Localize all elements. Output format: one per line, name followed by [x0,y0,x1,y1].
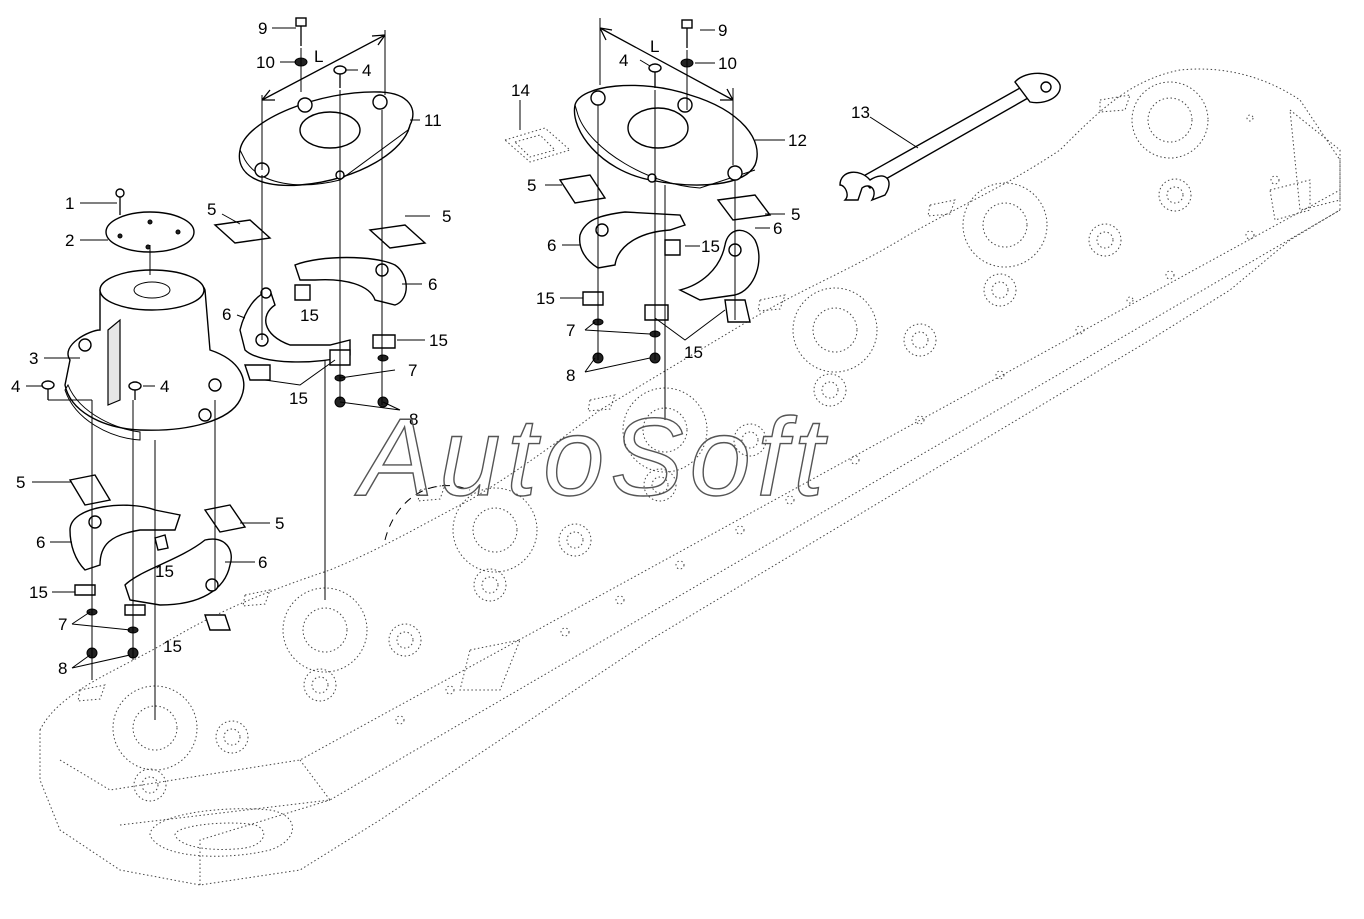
callout-15-extra: 15 [684,343,703,362]
callout-8: 8 [58,659,67,678]
screw-4-right [648,63,662,88]
callout-10: 10 [718,54,737,73]
callout-9: 9 [258,19,267,38]
callout-15: 15 [155,562,174,581]
callout-10: 10 [256,53,275,72]
callout-4: 4 [11,377,20,396]
callout-12: 12 [788,131,807,150]
callout-13: 13 [851,103,870,122]
screw-4-middle [333,65,347,88]
callout-5: 5 [527,176,536,195]
callout-1: 1 [65,194,74,213]
blade-5-right-a [558,174,607,204]
middle-disc-assembly [213,17,427,600]
right-disc-assembly [558,18,772,420]
callout-4: 4 [619,51,628,70]
screw-1 [115,188,125,215]
label-14 [503,127,572,163]
orientation-mark: L [314,47,323,66]
cutter-bar-bolts [395,114,1280,725]
callout-5: 5 [207,200,216,219]
callout-2: 2 [65,231,74,250]
blade-5-left-b [203,504,247,533]
blade-holder-6-left-b [124,538,232,606]
callout-4: 4 [160,377,169,396]
blade-5-middle-b [368,224,427,249]
watermark-text: AutoSoft [354,396,830,519]
callout-5: 5 [16,473,25,492]
blade-holder-6-middle-a [239,289,351,363]
tool-13-wrench [839,72,1061,202]
callout-5: 5 [791,205,800,224]
bolt-9-right [681,19,693,48]
callout-6: 6 [222,305,231,324]
cutter-bar-gear-hubs [112,81,1209,802]
callout-7: 7 [408,361,417,380]
blade-holder-6-middle-b [294,256,407,306]
callout-15: 15 [701,237,720,256]
callout-numbers: 1 2 3 4 4 4 4 5 5 5 5 5 5 6 6 6 6 6 6 7 … [11,19,870,678]
callout-15: 15 [29,583,48,602]
cutter-bar-housing [39,68,1341,886]
screw-4-left-inner [128,381,142,400]
callout-6: 6 [428,275,437,294]
callout-9: 9 [718,21,727,40]
callout-7: 7 [58,615,67,634]
blade-5-right-b [716,194,772,221]
drive-path-dashed [384,485,471,541]
callout-15: 15 [289,389,308,408]
callout-8: 8 [566,366,575,385]
callout-11: 11 [424,111,442,130]
callout-3: 3 [29,349,38,368]
leader-lines [26,27,919,669]
callout-4: 4 [362,61,371,80]
callout-14: 14 [511,81,530,100]
callout-5: 5 [275,514,284,533]
callout-6: 6 [36,533,45,552]
callout-6: 6 [547,236,556,255]
callout-15: 15 [300,306,319,325]
callout-7: 7 [566,321,575,340]
callout-6: 6 [773,219,782,238]
bolt-9-middle [295,17,307,46]
callout-15: 15 [536,289,555,308]
callout-8: 8 [409,410,418,429]
blade-5-left-a [68,474,112,506]
callout-6: 6 [258,553,267,572]
callout-15: 15 [429,331,448,350]
callout-15: 15 [163,637,182,656]
blade-5-middle-a [213,219,272,244]
left-drum-assembly [41,188,247,720]
callout-5: 5 [442,207,451,226]
screw-4-left [41,380,55,400]
orientation-mark: L [650,37,659,56]
